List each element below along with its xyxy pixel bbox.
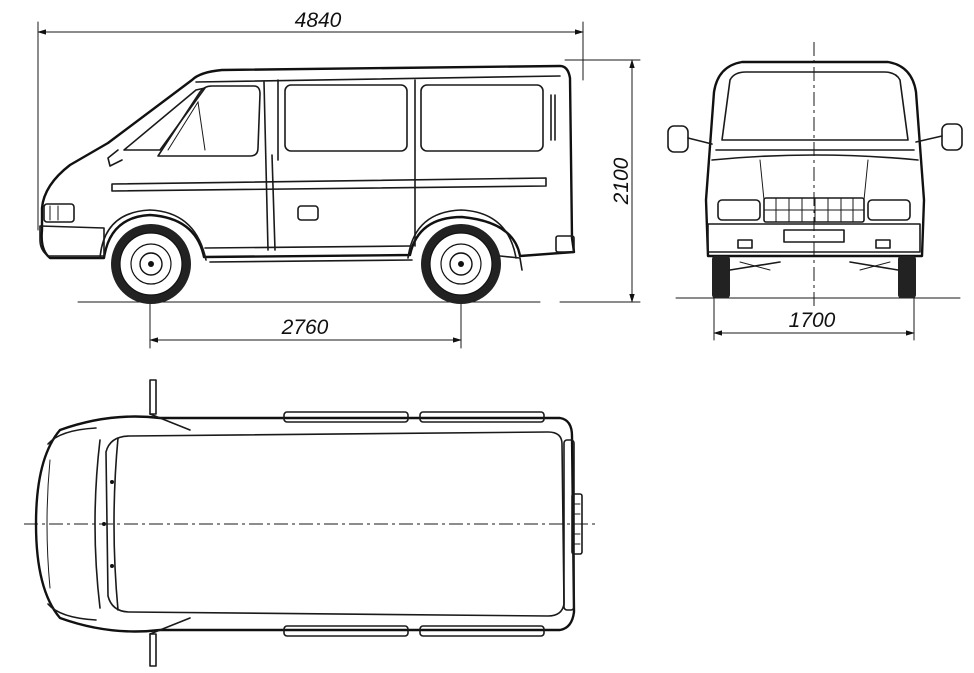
overall-height-label: 2100 (610, 157, 633, 205)
headlight (43, 203, 75, 223)
rear-spare-carrier (571, 493, 583, 555)
windshield (123, 87, 206, 151)
front-left-tire (712, 256, 730, 298)
front-body-outline (704, 60, 926, 258)
wheelbase-label: 2760 (281, 316, 329, 339)
front-wheel (111, 224, 191, 304)
front-door-window (157, 85, 261, 157)
dimension-track-width: 1700 (713, 277, 915, 341)
roof-panel (105, 431, 565, 617)
left-mirror (667, 125, 713, 153)
track-width-label: 1700 (789, 309, 836, 332)
side-view (39, 64, 576, 304)
grille (763, 197, 865, 223)
front-left-headlight (717, 199, 761, 221)
front-right-headlight (867, 199, 911, 221)
side-window-2 (420, 84, 544, 152)
side-molding (111, 177, 547, 192)
front-right-tire (898, 256, 916, 298)
side-body-outline (40, 64, 576, 260)
dimension-wheelbase: 2760 (149, 261, 462, 349)
right-mirror (915, 123, 963, 151)
top-left-mirror (149, 379, 191, 431)
rear-wheel (421, 224, 501, 304)
overall-length-label: 4840 (295, 9, 342, 32)
front-bumper-front-view (707, 223, 921, 253)
dimension-overall-length: 4840 (37, 9, 584, 231)
dimension-overall-height: 2100 (559, 59, 641, 303)
front-bumper (39, 225, 105, 257)
front-view (667, 42, 963, 310)
side-window-1 (284, 84, 408, 152)
front-windshield (721, 71, 909, 141)
top-right-mirror (149, 617, 191, 667)
top-view (24, 379, 596, 667)
